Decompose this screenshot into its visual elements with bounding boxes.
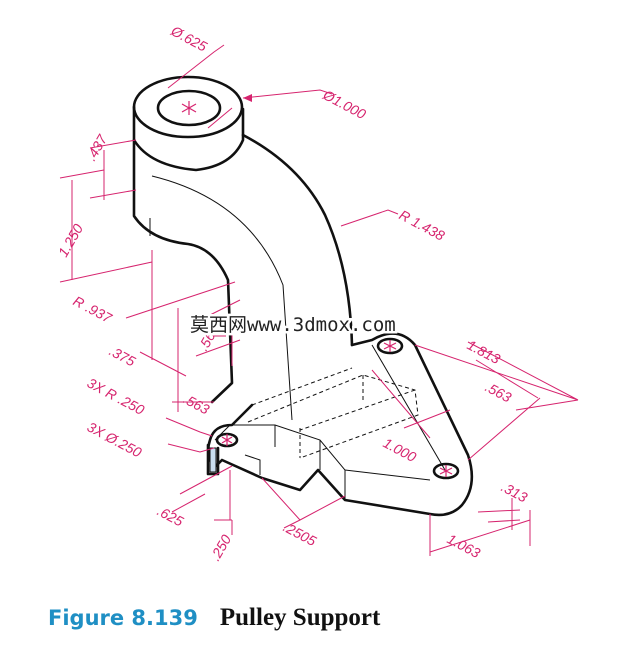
hidden-lines bbox=[247, 367, 419, 459]
dim-250: .250 bbox=[207, 532, 235, 564]
hub-side bbox=[132, 105, 245, 172]
figure-number: Figure 8.139 bbox=[48, 606, 198, 630]
dim-563-right: .563 bbox=[483, 379, 515, 406]
dim-hub-inner-dia: Ø.625 bbox=[168, 22, 210, 55]
part-outline bbox=[132, 75, 474, 517]
dim-hole-dia: 3X Ø.250 bbox=[85, 419, 145, 461]
arm-back-edge bbox=[241, 133, 354, 347]
dimension-lines bbox=[59, 44, 579, 556]
arm-front-face bbox=[132, 138, 234, 404]
dim-overall-height: 1.250 bbox=[55, 221, 86, 260]
dim-hub-outer-dia: Ø1.000 bbox=[320, 86, 369, 122]
left-tab-slot bbox=[209, 447, 217, 473]
base-front-edge bbox=[214, 424, 346, 500]
dim-1063: 1.063 bbox=[445, 531, 484, 562]
dim-hub-height: .437 bbox=[83, 131, 111, 164]
dim-2505: .2505 bbox=[281, 519, 320, 550]
base-right-edge bbox=[344, 344, 446, 481]
dim-fillet-radius: 3X R .250 bbox=[85, 375, 148, 418]
base-outline bbox=[206, 332, 474, 517]
hub-bore-ellipse bbox=[156, 89, 222, 127]
base-mid-edge bbox=[244, 425, 321, 475]
hole-right bbox=[432, 462, 460, 480]
watermark-text: 莫西网www.3dmox.com bbox=[190, 314, 396, 336]
dimension-labels: Ø.625 Ø1.000 .437 1.250 R 1.438 R .937 .… bbox=[55, 22, 531, 563]
dim-1000: 1.000 bbox=[381, 435, 420, 466]
figure-caption: Figure 8.139 Pulley Support bbox=[48, 604, 380, 632]
dim-inner-radius: R .937 bbox=[71, 293, 116, 327]
dim-375: .375 bbox=[107, 343, 139, 370]
left-tab bbox=[206, 443, 220, 476]
figure-title: Pulley Support bbox=[219, 604, 381, 631]
hole-top bbox=[376, 337, 404, 355]
arm-tangent-line bbox=[151, 175, 293, 421]
dim-563-left: .563 bbox=[181, 391, 213, 418]
dim-1813: 1.813 bbox=[465, 337, 504, 368]
center-marks bbox=[181, 101, 453, 477]
dim-313: .313 bbox=[499, 479, 531, 506]
watermark: 莫西网www.3dmox.com bbox=[190, 314, 396, 336]
dim-outer-radius: R 1.438 bbox=[397, 207, 448, 244]
